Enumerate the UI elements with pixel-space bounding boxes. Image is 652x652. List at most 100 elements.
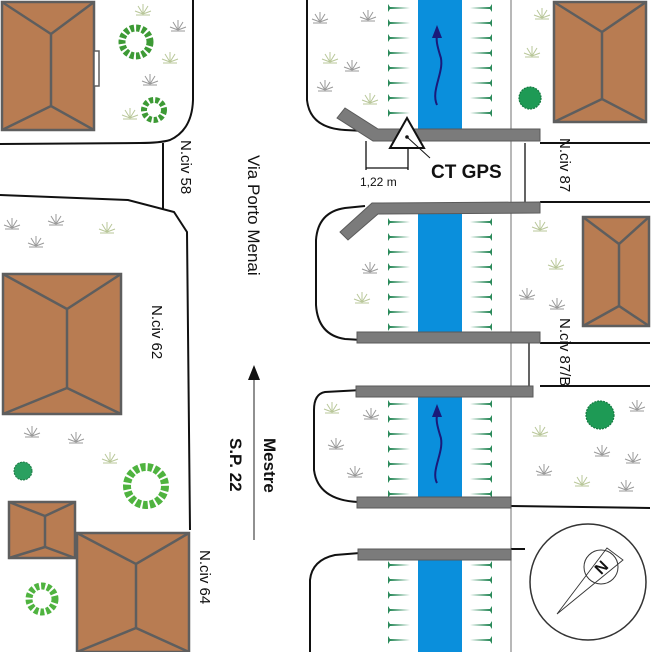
bank-tick (470, 400, 492, 408)
bank-tick (388, 49, 410, 57)
curb-top-right (306, 0, 366, 132)
triangle-marker-icon (388, 115, 426, 149)
direction-arrow-icon (248, 365, 260, 380)
bank-tick (470, 293, 492, 301)
curb-middle-right (315, 205, 366, 341)
grass-tuft-icon (343, 60, 361, 72)
grass-tuft-icon (101, 452, 119, 464)
curb-top-left-lot (0, 0, 194, 145)
grass-tuft-icon (134, 4, 152, 16)
grass-tuft-icon (47, 214, 65, 226)
bank-tick (388, 591, 410, 599)
grass-tuft-icon (535, 464, 553, 476)
grass-tuft-icon (98, 222, 116, 234)
bank-tick (470, 94, 492, 102)
bridge (357, 548, 512, 561)
bridge (355, 385, 534, 398)
grass-tuft-icon (353, 292, 371, 304)
bank-tick (470, 621, 492, 629)
grass-tuft-icon (531, 425, 549, 437)
bridge (356, 331, 541, 344)
grass-tuft-icon (321, 52, 339, 64)
bank-tick (470, 218, 492, 226)
bank-tick (388, 248, 410, 256)
shrub (25, 582, 59, 616)
grass-tuft-icon (624, 452, 642, 464)
grass-tuft-icon (628, 400, 646, 412)
bank-tick (470, 79, 492, 87)
grass-tuft-icon (573, 475, 591, 487)
offset-measure-label: 1,22 m (360, 175, 397, 189)
canal-bank-vegetation (388, 4, 492, 644)
right-curbs (306, 0, 651, 652)
bank-tick (388, 79, 410, 87)
bank-tick (388, 576, 410, 584)
direction-label: Mestre (260, 438, 279, 493)
grass-tuft-icon (316, 80, 334, 92)
north-compass: N (529, 523, 647, 641)
grass-tuft-icon (548, 298, 566, 310)
bank-tick (388, 445, 410, 453)
flow-arrow-icon (432, 25, 443, 106)
grass-tuft-icon (523, 46, 541, 58)
house-civ-87 (552, 0, 648, 124)
bridge (356, 496, 512, 509)
compass-ring (529, 523, 647, 641)
house-top-left (0, 0, 100, 132)
curb-bottom-right (309, 552, 361, 652)
bank-tick (470, 278, 492, 286)
compass-inner-ring (583, 549, 619, 585)
bank-tick (470, 445, 492, 453)
curb-lower-right (313, 389, 363, 503)
house-number-64: N.civ 64 (196, 550, 213, 604)
bank-tick (470, 606, 492, 614)
bank-tick (388, 400, 410, 408)
grass-tuft-icon (311, 12, 329, 24)
bank-tick (470, 308, 492, 316)
grass-tuft-icon (361, 93, 379, 105)
bank-tick (388, 218, 410, 226)
bank-tick (388, 636, 410, 644)
bank-tick (470, 4, 492, 12)
bank-tick (388, 34, 410, 42)
bank-tick (470, 460, 492, 468)
shrub (141, 97, 167, 123)
bank-tick (388, 278, 410, 286)
bank-tick (470, 576, 492, 584)
bank-tick (388, 490, 410, 498)
bank-tick (388, 308, 410, 316)
bank-tick (388, 4, 410, 12)
grass-tuft-icon (161, 52, 179, 64)
grass-tuft-icon (3, 218, 21, 230)
bank-tick (470, 248, 492, 256)
grass-tuft-icon (361, 262, 379, 274)
grass-tuft-icon (141, 74, 159, 86)
grass-tuft-icon (23, 426, 41, 438)
bank-tick (470, 490, 492, 498)
bank-tick (388, 263, 410, 271)
bank-tick (470, 323, 492, 331)
bank-tick (470, 415, 492, 423)
control-point: CT GPS 1,22 m (360, 115, 502, 189)
bank-tick (388, 233, 410, 241)
house-number-62: N.civ 62 (148, 305, 165, 359)
bank-tick (470, 430, 492, 438)
grass-tuft-icon (547, 258, 565, 270)
bank-tick (388, 606, 410, 614)
grass-tuft-icon (346, 466, 364, 478)
flow-arrow-icon (432, 404, 443, 484)
bank-tick (388, 460, 410, 468)
bush (585, 400, 615, 430)
grass-tuft-icon (518, 288, 536, 300)
bridge-87 (339, 201, 541, 241)
bank-tick (388, 109, 410, 117)
bank-tick (470, 233, 492, 241)
bank-tick (388, 323, 410, 331)
house-civ-87b (581, 215, 651, 328)
left-curbs (0, 0, 194, 531)
street-labels: Via Porto Menai Mestre S.P. 22 (226, 155, 279, 540)
shrub (123, 463, 169, 509)
bank-tick (470, 263, 492, 271)
grass-tuft-icon (362, 408, 380, 420)
